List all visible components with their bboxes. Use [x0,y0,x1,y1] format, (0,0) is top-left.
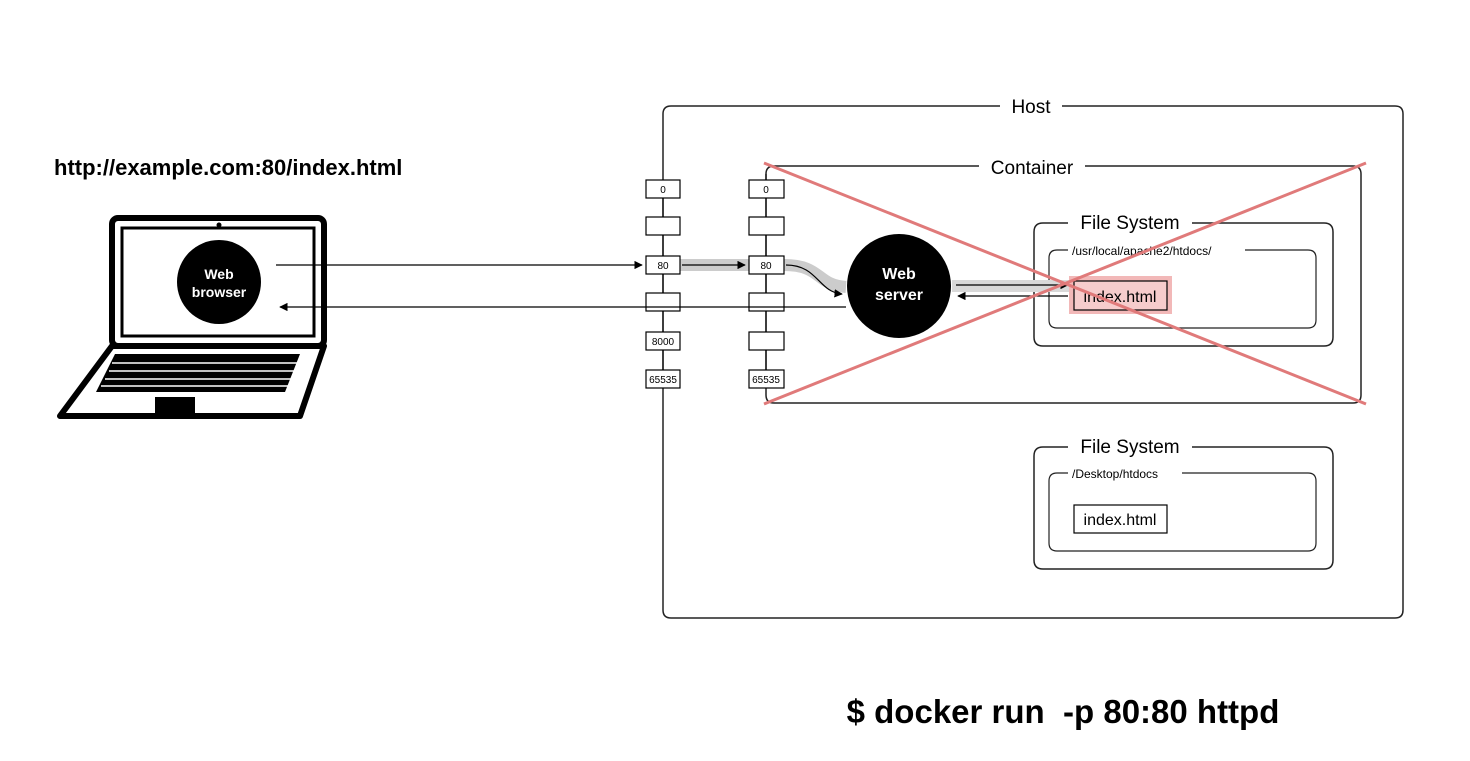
web-browser-label-line2: browser [192,284,247,300]
host-box: Host [662,97,1404,619]
host-fs-path: /Desktop/htdocs [1072,467,1158,481]
container-index-file: index.html [1084,289,1157,306]
host-port-1 [645,216,681,236]
host-port-65535: 65535 [645,369,681,389]
web-server-label-line1: Web [882,266,916,283]
svg-text:80: 80 [760,261,772,272]
host-file-system: File System /Desktop/htdocs index.html [1033,437,1334,570]
container-box: Container [765,158,1362,404]
container-file-system: File System /usr/local/apache2/htdocs/ i… [1033,213,1334,347]
container-port-1 [748,216,785,236]
docker-command: $ docker run -p 80:80 httpd [847,693,1280,730]
host-port-8000: 8000 [645,331,681,351]
host-label: Host [1011,97,1051,118]
svg-text:65535: 65535 [649,375,677,386]
svg-text:80: 80 [657,261,669,272]
host-fs-title: File System [1080,437,1179,458]
container-port-3 [748,292,785,312]
container-port-4 [748,331,785,351]
container-fs-title: File System [1080,213,1179,234]
container-fs-path: /usr/local/apache2/htdocs/ [1072,244,1212,258]
web-browser-label-line1: Web [204,266,233,282]
laptop-icon [57,215,327,419]
host-port-3 [645,292,681,312]
svg-text:0: 0 [660,185,666,196]
svg-text:65535: 65535 [752,375,780,386]
svg-text:8000: 8000 [652,337,675,348]
web-server-node: Web server [847,234,951,338]
url-text: http://example.com:80/index.html [54,155,402,180]
web-browser-node: Web browser [177,240,261,324]
host-port-80: 80 [645,255,681,275]
container-port-80: 80 [748,255,785,275]
host-index-file: index.html [1084,512,1157,529]
web-server-label-line2: server [875,287,923,304]
container-port-0: 0 [748,179,785,199]
container-cross-out-mark [763,161,1367,406]
container-label: Container [991,158,1074,179]
container-port-65535: 65535 [748,369,785,389]
request-arrow-to-server [785,264,843,298]
host-port-0: 0 [645,179,681,199]
svg-text:0: 0 [763,185,769,196]
